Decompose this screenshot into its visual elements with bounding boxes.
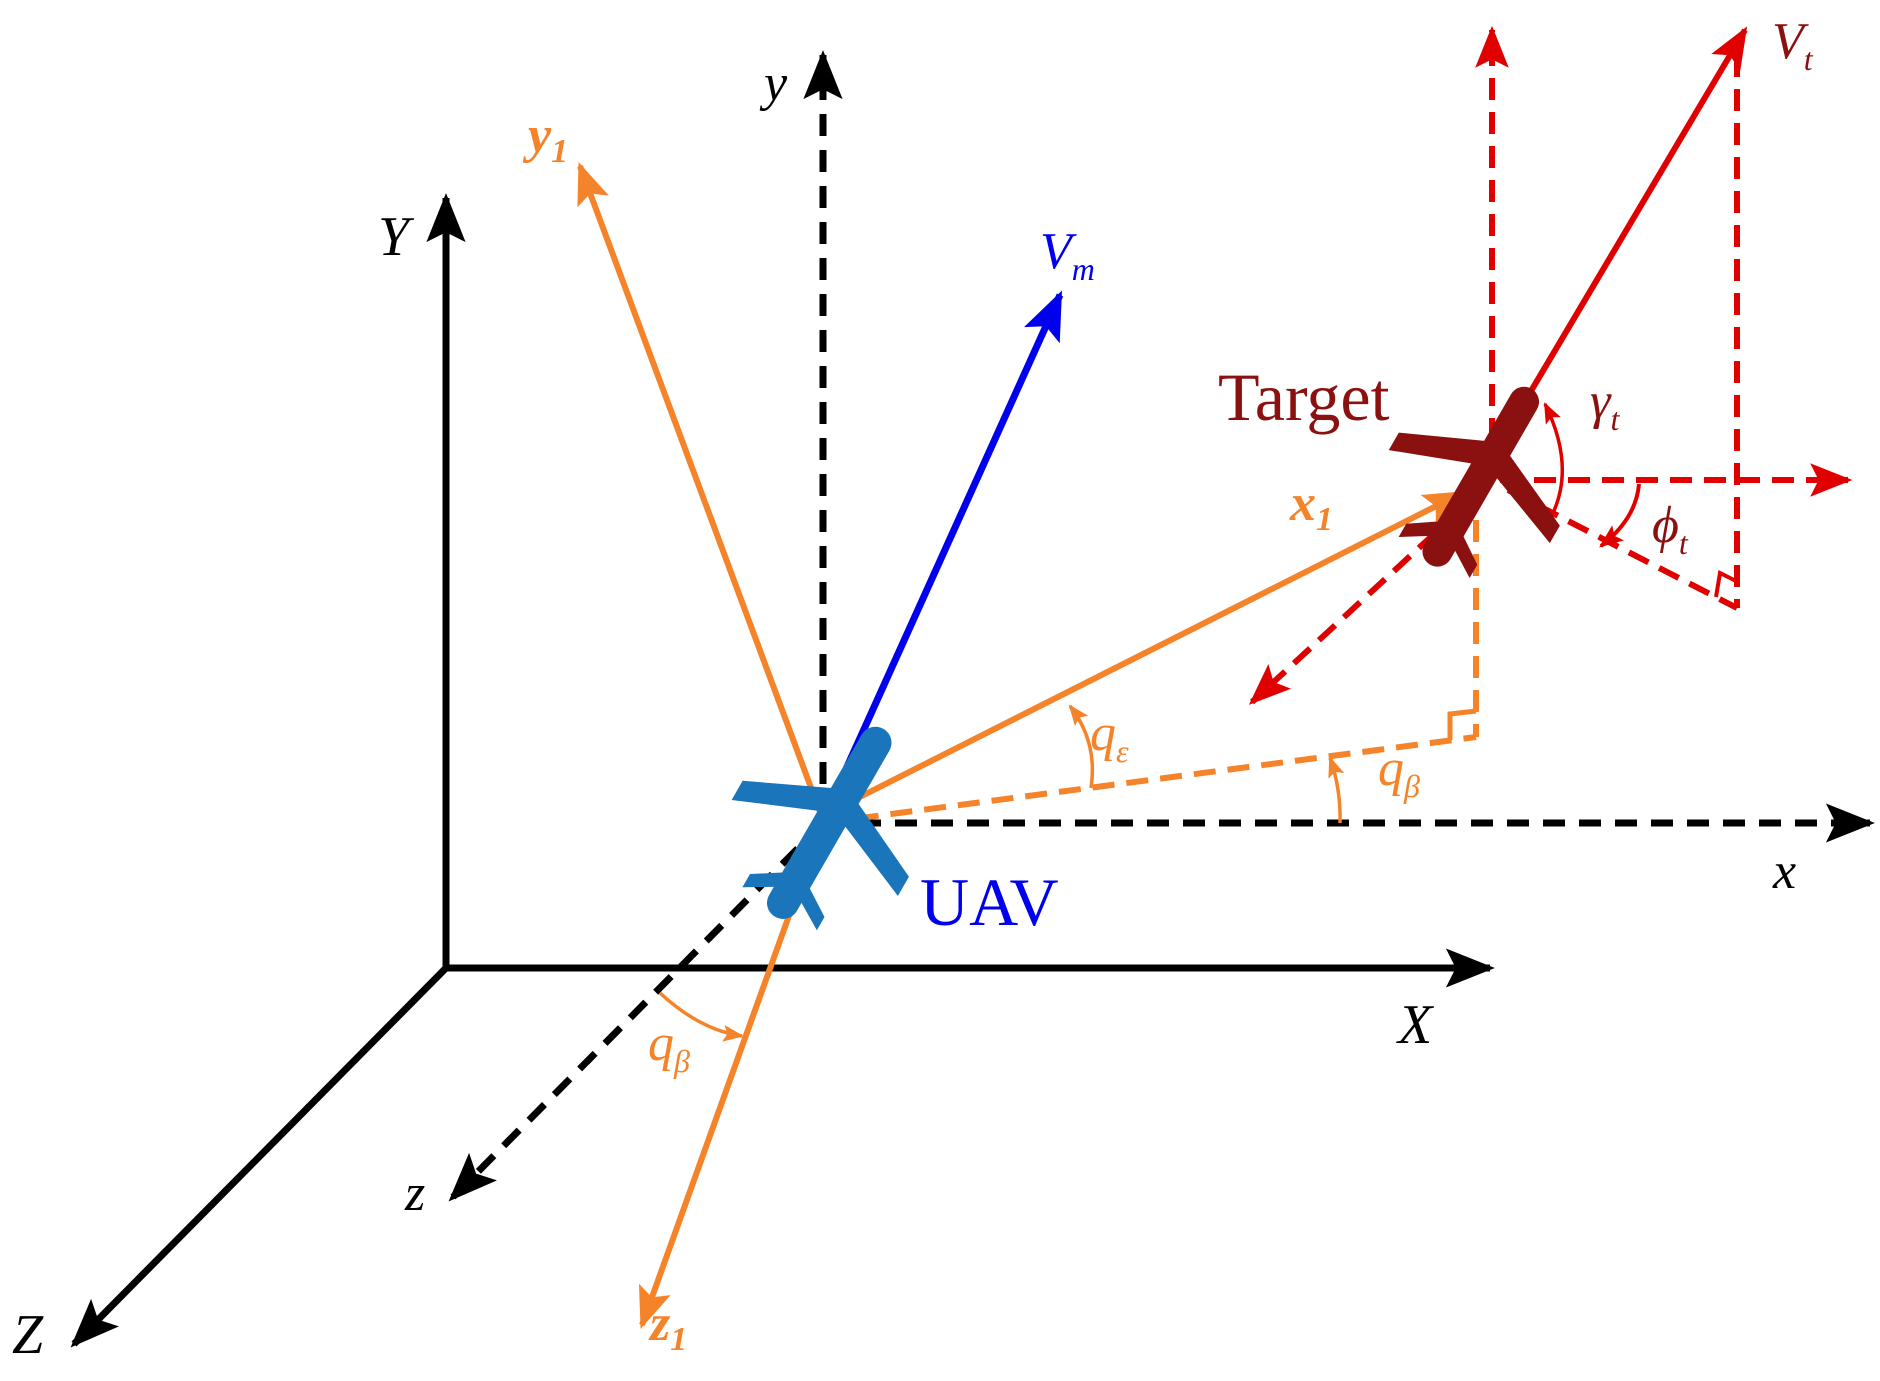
label-target: Target: [1218, 359, 1390, 435]
airplane-icon: [731, 726, 909, 931]
phi-arc: [1599, 483, 1641, 548]
right-angle-mark-los: [1447, 708, 1477, 740]
label-q-beta-bottom: qβ: [648, 1015, 690, 1079]
q-epsilon-arc: [1068, 704, 1095, 789]
uav-velocity-vector: [819, 290, 1064, 822]
inertial-frame: [70, 193, 1495, 1348]
label-los-z1: z1: [648, 1295, 687, 1358]
gamma-arc: [1543, 402, 1565, 514]
label-los-y1: y1: [522, 107, 568, 170]
label-inertial-Y: Y: [378, 206, 415, 268]
label-gamma: γt: [1590, 373, 1621, 437]
target-depth-axis: [1248, 507, 1463, 705]
label-body-z: z: [404, 1165, 425, 1222]
label-q-epsilon: qε: [1090, 705, 1129, 769]
label-q-beta-top: qβ: [1378, 740, 1420, 804]
label-los-x1: x1: [1289, 475, 1333, 538]
inertial-Z-axis: [70, 965, 449, 1348]
los-y1-axis: [577, 162, 826, 822]
label-inertial-X: X: [1396, 994, 1435, 1056]
los-x1-axis: [836, 490, 1466, 811]
right-angle-mark-target: [1714, 570, 1739, 598]
los-frame: [577, 162, 1479, 1329]
label-body-x: x: [1772, 843, 1796, 900]
q-beta-arc-top: [1328, 756, 1345, 824]
label-inertial-Z: Z: [12, 1304, 44, 1366]
los-horizontal-projection: [822, 734, 1477, 826]
label-phi: ϕt: [1652, 497, 1689, 561]
label-target-velocity: Vt: [1772, 13, 1814, 77]
label-body-y: y: [759, 55, 788, 112]
q-beta-arc-bottom: [658, 991, 745, 1042]
los-z1-axis: [638, 883, 803, 1329]
label-uav: UAV: [920, 864, 1059, 940]
target-velocity-vector: [1499, 26, 1748, 442]
label-uav-velocity: Vm: [1040, 223, 1095, 287]
airplane-icon: [1388, 386, 1560, 579]
